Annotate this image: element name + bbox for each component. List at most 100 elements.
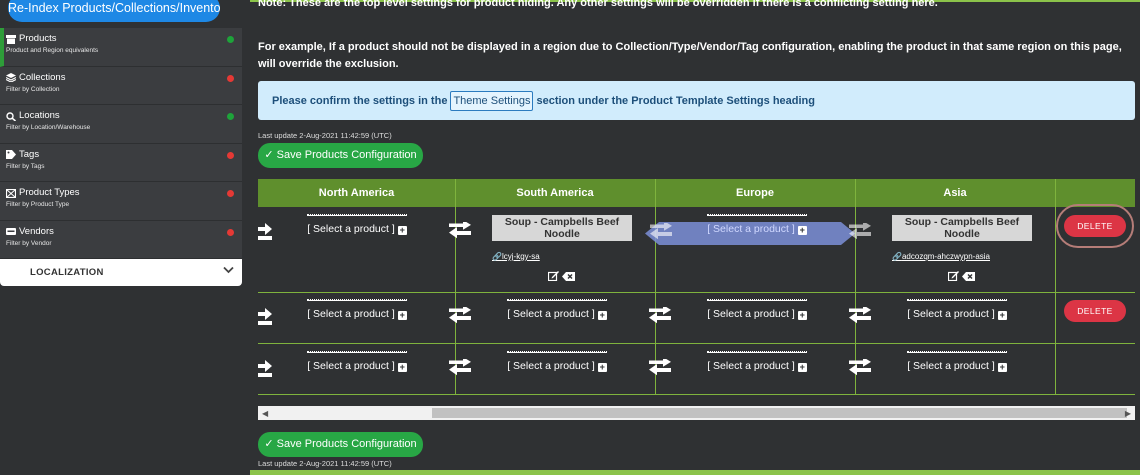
plus-icon[interactable]: +	[397, 310, 407, 320]
column-header-north-america: North America	[318, 187, 395, 199]
row-divider	[258, 292, 1135, 293]
delete-row-button[interactable]: DELETE	[1064, 300, 1126, 322]
sidebar-item-subtitle: Filter by Collection	[6, 85, 60, 93]
arrow-left-right-icon[interactable]	[449, 222, 471, 242]
arrow-left-right-icon[interactable]	[849, 359, 871, 379]
arrow-left-right-icon[interactable]	[849, 223, 871, 243]
arrow-left-right-icon[interactable]	[449, 307, 471, 327]
arrow-left-right-icon[interactable]	[449, 359, 471, 379]
product-actions-south-america	[548, 271, 575, 281]
column-divider	[655, 179, 656, 395]
product-name-asia: Soup - Campbells Beef Noodle	[892, 215, 1032, 241]
plus-icon[interactable]: +	[997, 310, 1007, 320]
plus-icon[interactable]: +	[797, 310, 807, 320]
sidebar-item-collections[interactable]: Collections Filter by Collection	[0, 66, 242, 105]
select-product-asia[interactable]: [ Select a product ]+	[877, 351, 1037, 372]
arrow-right-icon[interactable]	[258, 223, 272, 241]
column-header-europe: Europe	[736, 187, 774, 199]
info-alert: Please confirm the settings in the Theme…	[258, 81, 1135, 120]
row-divider	[258, 343, 1135, 344]
tag-icon	[6, 150, 16, 159]
select-product-europe[interactable]: [ Select a product ]+	[677, 214, 837, 235]
select-product-asia[interactable]: [ Select a product ]+	[877, 299, 1037, 320]
arrow-right-icon[interactable]	[258, 308, 272, 326]
save-products-button-bottom[interactable]: ✓ Save Products Configuration	[258, 432, 423, 457]
product-actions-asia	[948, 271, 975, 281]
plus-icon[interactable]: +	[797, 225, 807, 235]
arrow-left-right-icon[interactable]	[650, 223, 672, 243]
note-text: Note: These are the top level settings f…	[258, 0, 938, 9]
info-prefix: Please confirm the settings in the	[272, 94, 448, 107]
sidebar-item-label: Products	[19, 33, 57, 44]
save-products-button-top[interactable]: ✓ Save Products Configuration	[258, 143, 423, 168]
column-divider	[855, 179, 856, 395]
product-type-icon	[6, 188, 16, 198]
column-divider	[455, 179, 456, 395]
theme-settings-link[interactable]: Theme Settings	[450, 90, 534, 111]
arrow-right-icon[interactable]	[258, 360, 272, 378]
table-horizontal-scrollbar[interactable]: ◀ ▶	[258, 406, 1135, 420]
edit-icon[interactable]	[948, 271, 959, 281]
clear-icon[interactable]	[562, 271, 575, 281]
status-dot	[227, 36, 234, 43]
sidebar-item-vendors[interactable]: Vendors Filter by Vendor	[0, 220, 242, 259]
example-text: For example, If a product should not be …	[258, 41, 1122, 70]
sidebar-item-label: Tags	[19, 148, 40, 160]
sidebar-item-products[interactable]: Products Product and Region equivalents	[0, 28, 242, 67]
link-icon: 🔗	[892, 252, 902, 261]
select-product-south-america[interactable]: [ Select a product ]+	[477, 351, 637, 372]
plus-icon[interactable]: +	[397, 362, 407, 372]
sidebar-item-subtitle: Filter by Product Type	[6, 201, 70, 208]
sidebar-item-subtitle: Filter by Location/Warehouse	[6, 124, 91, 131]
arrow-left-right-icon[interactable]	[849, 307, 871, 327]
delete-row-button[interactable]: DELETE	[1064, 215, 1126, 237]
plus-icon[interactable]: +	[597, 310, 607, 320]
column-header-asia: Asia	[943, 187, 967, 199]
arrow-left-right-icon[interactable]	[649, 307, 671, 327]
bottom-accent-border	[250, 470, 1140, 475]
sidebar-item-subtitle: Product and Region equivalents	[6, 47, 99, 54]
plus-icon[interactable]: +	[397, 225, 407, 235]
sidebar-item-locations[interactable]: Locations Filter by Location/Warehouse	[0, 105, 242, 144]
product-handle-link-asia[interactable]: 🔗adcozqm-ahczwypn-asia	[892, 252, 991, 261]
sidebar-item-product-types[interactable]: Product Types Filter by Product Type	[0, 182, 242, 221]
select-product-south-america[interactable]: [ Select a product ]+	[477, 299, 637, 320]
scroll-left-icon[interactable]: ◀	[262, 409, 269, 418]
select-product-north-america[interactable]: [ Select a product ]+	[277, 299, 437, 320]
plus-icon[interactable]: +	[997, 362, 1007, 372]
sidebar-item-label: Collections	[19, 71, 66, 83]
sidebar-item-tags[interactable]: Tags Filter by Tags	[0, 143, 242, 182]
product-handle-link-south-america[interactable]: 🔗lcyj-kgy-sa	[492, 252, 540, 261]
plus-icon[interactable]: +	[797, 362, 807, 372]
sidebar-menu: Products Product and Region equivalents …	[0, 28, 242, 259]
sidebar-item-subtitle: Filter by Vendor	[6, 239, 52, 247]
scroll-thumb[interactable]	[432, 408, 1127, 418]
select-product-europe[interactable]: [ Select a product ]+	[677, 351, 837, 372]
status-dot	[227, 151, 234, 159]
plus-icon[interactable]: +	[597, 362, 607, 372]
table-header: North America South America Europe Asia	[258, 179, 1135, 207]
delete-highlight-ring	[1056, 204, 1134, 248]
layers-icon	[6, 73, 16, 82]
map-marker-icon	[6, 111, 16, 121]
select-product-europe[interactable]: [ Select a product ]+	[677, 299, 837, 320]
products-region-table: North America South America Europe Asia	[258, 179, 1135, 395]
info-suffix: section under the Product Template Setti…	[536, 94, 815, 107]
chevron-down-icon	[223, 266, 234, 274]
scroll-right-icon[interactable]: ▶	[1124, 409, 1131, 418]
box-icon	[6, 34, 16, 44]
sidebar-localization-toggle[interactable]: LOCALIZATION	[0, 259, 242, 286]
arrow-left-right-icon[interactable]	[649, 359, 671, 379]
reindex-button[interactable]: Re-Index Products/Collections/Inventory	[8, 0, 220, 22]
select-product-north-america[interactable]: [ Select a product ]+	[277, 351, 437, 372]
clear-icon[interactable]	[962, 271, 975, 281]
sidebar-item-label: Vendors	[19, 225, 54, 237]
link-icon: 🔗	[492, 252, 502, 261]
top-accent-border	[250, 0, 1140, 2]
edit-icon[interactable]	[548, 271, 559, 281]
product-name-south-america: Soup - Campbells Beef Noodle	[492, 215, 632, 241]
last-update-top: Last update 2-Aug-2021 11:42:59 (UTC)	[258, 131, 392, 140]
select-product-north-america[interactable]: [ Select a product ]+	[277, 214, 437, 235]
status-dot	[227, 113, 234, 120]
sidebar-item-label: Product Types	[19, 187, 80, 198]
